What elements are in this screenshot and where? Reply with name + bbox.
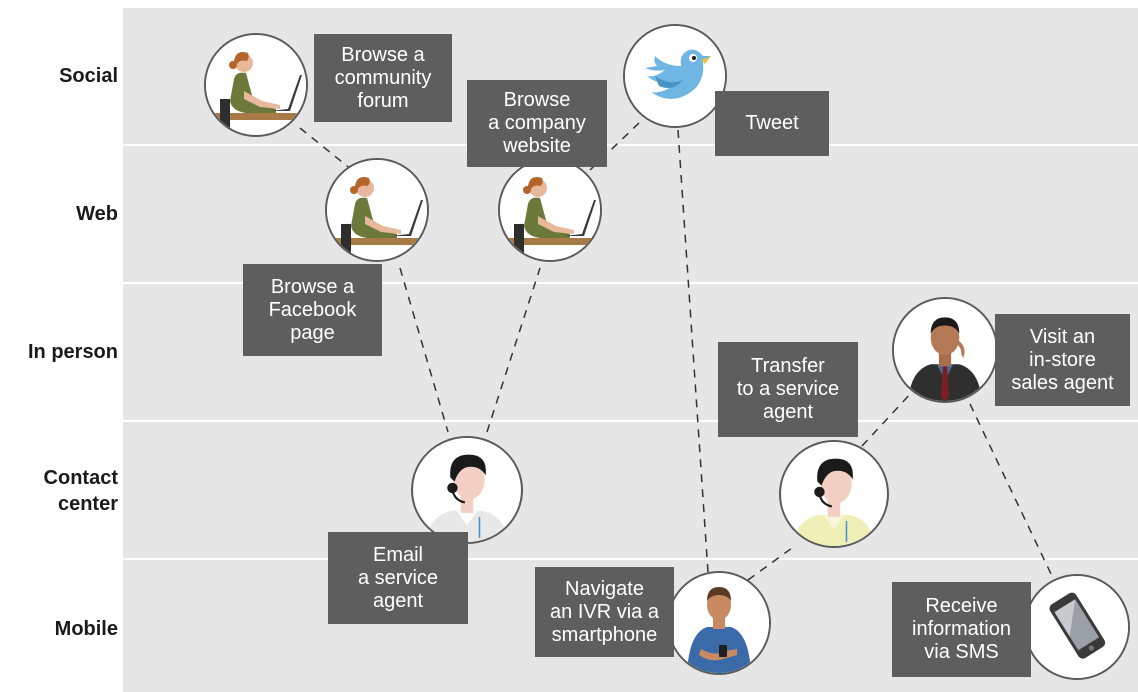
headset-agent-icon (779, 440, 889, 548)
connector-website-to-bird (589, 121, 641, 171)
row-label-mobile: Mobile (54, 618, 118, 640)
connector-ivr-to-transfer (747, 547, 793, 581)
woman-laptop-icon (498, 158, 602, 262)
step-receive-sms: Receive information via SMS (892, 582, 1031, 677)
twitter-bird-icon (623, 24, 727, 128)
step-visit-in-store-agent: Visit an in-store sales agent (995, 314, 1130, 406)
connector-forum-to-facebook (299, 127, 353, 171)
smartphone-icon (1024, 574, 1130, 680)
woman-laptop-icon (204, 33, 308, 137)
step-navigate-ivr: Navigate an IVR via a smartphone (535, 567, 674, 657)
step-tweet: Tweet (715, 91, 829, 156)
connector-transfer-to-store (861, 391, 913, 447)
row-label-contact-center: Contact center (43, 467, 118, 515)
step-browse-company-website: Browse a company website (467, 80, 607, 167)
woman-laptop-icon (325, 158, 429, 262)
businessman-icon (892, 297, 998, 403)
headset-agent-icon (411, 436, 523, 544)
band-web (123, 146, 1138, 282)
connector-email-to-website (486, 267, 541, 433)
step-email-service-agent: Email a service agent (328, 532, 468, 624)
step-transfer-service-agent: Transfer to a service agent (718, 342, 858, 437)
row-label-in-person: In person (27, 341, 118, 363)
connector-facebook-to-email (399, 267, 449, 433)
step-browse-community-forum: Browse a community forum (314, 34, 452, 122)
connector-bird-to-ivr (677, 129, 709, 573)
row-label-social: Social (59, 65, 118, 87)
connector-store-to-sms (969, 403, 1053, 577)
band-contact-center (123, 422, 1138, 558)
smartphone-user-icon (667, 571, 771, 675)
step-browse-facebook-page: Browse a Facebook page (243, 264, 382, 356)
row-label-web: Web (76, 203, 118, 225)
